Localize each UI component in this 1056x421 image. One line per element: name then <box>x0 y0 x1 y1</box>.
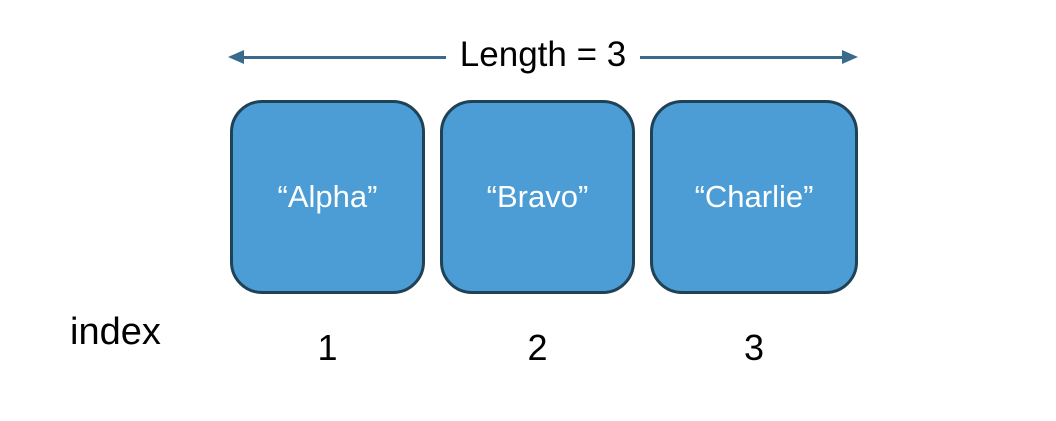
arrowhead-left-icon <box>228 50 244 64</box>
array-cell-3: “Charlie” <box>650 100 858 294</box>
arrow-shaft-left <box>244 55 446 59</box>
index-number-2: 2 <box>527 327 548 368</box>
array-cell-3-value: “Charlie” <box>694 179 814 214</box>
length-arrow: Length = 3 <box>228 35 858 76</box>
length-label: Length = 3 <box>459 35 627 74</box>
array-cell-2: “Bravo” <box>440 100 635 294</box>
index-number-1: 1 <box>317 327 338 368</box>
arrowhead-right-icon <box>842 50 858 64</box>
array-cell-1-value: “Alpha” <box>277 179 378 214</box>
array-cell-1: “Alpha” <box>230 100 425 294</box>
array-cell-2-value: “Bravo” <box>486 179 589 214</box>
index-axis-label: index <box>70 311 161 353</box>
arrow-shaft-right <box>640 55 842 59</box>
index-number-3: 3 <box>743 327 765 368</box>
